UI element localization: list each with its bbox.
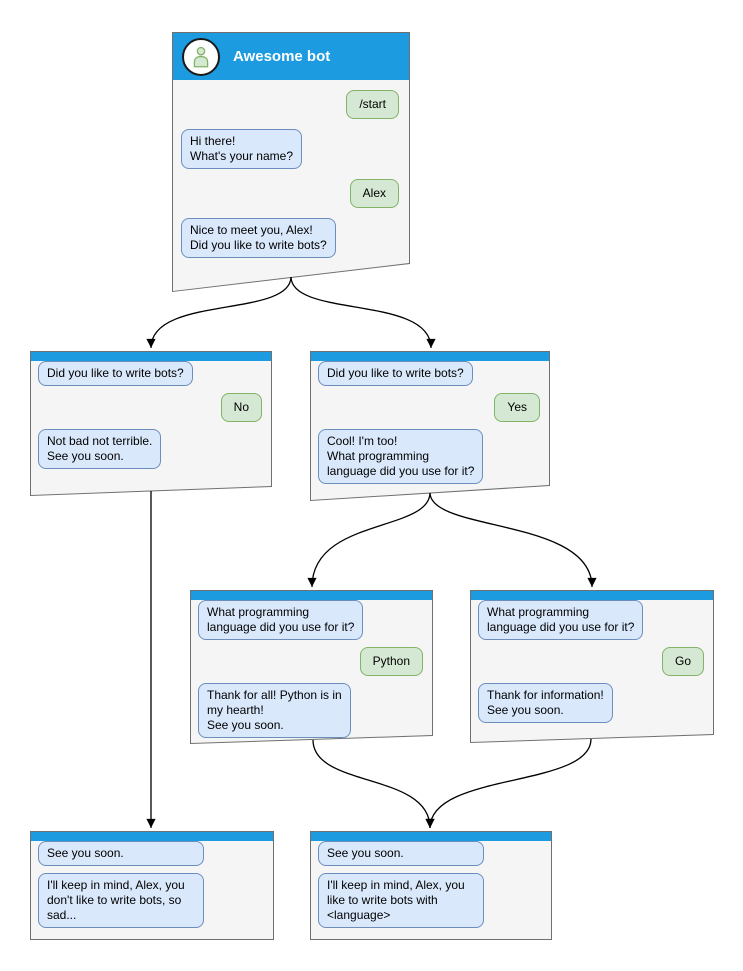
chat-window-branch-yes: Did you like to write bots? Yes Cool! I'…: [310, 351, 550, 501]
connector-yes-to-go: [429, 492, 597, 588]
chat-window-end-no: See you soon. I'll keep in mind, Alex, y…: [30, 831, 274, 940]
bot-message-bubble: Did you like to write bots?: [38, 361, 193, 386]
titlebar: [311, 352, 549, 361]
bot-message-bubble: I'll keep in mind, Alex, you don't like …: [38, 873, 204, 928]
bot-message-bubble: What programming language did you use fo…: [478, 600, 644, 640]
titlebar: [31, 352, 271, 361]
titlebar: Awesome bot: [173, 33, 409, 80]
bot-message-bubble: Did you like to write bots?: [318, 361, 473, 386]
window-title: Awesome bot: [233, 48, 331, 65]
connector-yes-to-python: [307, 492, 431, 588]
titlebar: [471, 591, 713, 600]
person-icon: [193, 46, 209, 67]
bot-message-bubble: Thank for information! See you soon.: [478, 683, 613, 723]
user-message-bubble: /start: [346, 90, 399, 119]
avatar: [182, 37, 220, 76]
bot-message-bubble: I'll keep in mind, Alex, you like to wri…: [318, 873, 484, 928]
user-message-bubble: Alex: [349, 179, 399, 208]
user-message-bubble: Go: [661, 647, 704, 676]
user-message-bubble: Yes: [494, 393, 540, 422]
bot-message-bubble: See you soon.: [318, 841, 484, 866]
user-message-bubble: No: [220, 393, 262, 422]
bot-message-bubble: What programming language did you use fo…: [198, 600, 364, 640]
titlebar: [31, 832, 273, 841]
bot-message-bubble: Nice to meet you, Alex! Did you like to …: [181, 218, 336, 258]
chat-window-end-yes: See you soon. I'll keep in mind, Alex, y…: [310, 831, 552, 940]
chat-window-branch-no: Did you like to write bots? No Not bad n…: [30, 351, 272, 496]
bot-message-bubble: See you soon.: [38, 841, 204, 866]
chat-window-main: Awesome bot /start Hi there! What's your…: [172, 32, 410, 292]
bot-message-bubble: Cool! I'm too! What programming language…: [318, 429, 484, 484]
bot-message-bubble: Thank for all! Python is in my hearth! S…: [198, 683, 351, 738]
titlebar: [191, 591, 432, 600]
bot-message-bubble: Not bad not terrible. See you soon.: [38, 429, 162, 469]
chat-window-branch-go: What programming language did you use fo…: [470, 590, 714, 743]
chat-window-branch-python: What programming language did you use fo…: [190, 590, 433, 744]
bot-message-bubble: Hi there! What's your name?: [181, 129, 303, 169]
titlebar: [311, 832, 551, 841]
connector-python-to-end: [312, 739, 435, 829]
connector-go-to-end: [425, 738, 592, 829]
user-message-bubble: Python: [359, 647, 423, 676]
